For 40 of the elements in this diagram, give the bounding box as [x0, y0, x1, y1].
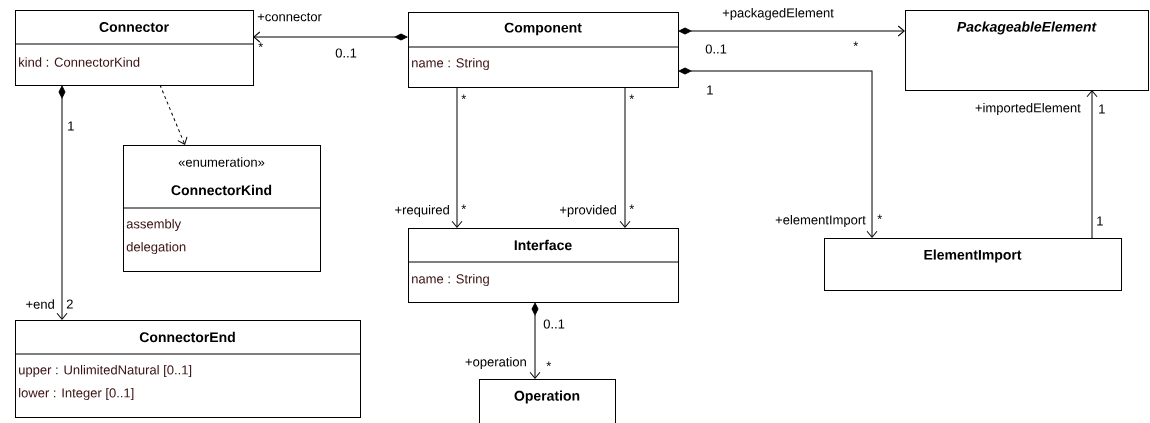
end-label: +operation	[465, 356, 526, 370]
end-label: +packagedElement	[722, 7, 834, 21]
end-label: *	[461, 94, 467, 100]
class-box: «enumeration» ConnectorKind assembly delegation	[122, 145, 321, 272]
end-label: *	[546, 361, 552, 367]
end-label: +elementImport	[775, 214, 866, 228]
end-label: *	[877, 214, 883, 220]
end-label: *	[853, 41, 859, 47]
class-box: PackageableElement	[905, 10, 1149, 91]
class-box: Operation	[479, 379, 616, 423]
class-box: ElementImport	[824, 238, 1122, 291]
end-label: 1	[707, 85, 713, 95]
end-label: +provided	[560, 204, 616, 218]
end-label: *	[258, 42, 264, 48]
end-label: 1	[1099, 104, 1105, 114]
end-label: 0..1	[543, 319, 565, 329]
class-box: Connector kind : ConnectorKind	[14, 10, 254, 86]
end-label: +importedElement	[975, 102, 1081, 116]
class-box: Component name : String	[407, 12, 679, 88]
end-label: *	[629, 94, 635, 100]
end-label: 1	[1097, 216, 1103, 226]
end-label: +required	[395, 204, 449, 218]
association-line	[451, 86, 463, 228]
association-line	[529, 302, 541, 379]
association-line	[678, 67, 878, 238]
class-box: Interface name : String	[407, 228, 679, 303]
end-label: *	[461, 204, 467, 210]
association-line	[56, 85, 68, 320]
end-label: +end	[26, 299, 54, 309]
end-label: 2	[66, 299, 73, 309]
association-line	[678, 25, 905, 37]
end-label: 0..1	[335, 48, 357, 58]
association-line	[1086, 90, 1098, 239]
dependency-arrow	[159, 84, 188, 145]
end-label: 0..1	[705, 44, 727, 54]
class-box: ConnectorEnd upper : UnlimitedNatural [0..1] lower : Integer [0..1]	[14, 320, 361, 418]
end-label: *	[629, 204, 635, 210]
association-line	[253, 31, 408, 43]
association-line	[619, 86, 631, 228]
end-label: 1	[68, 121, 74, 131]
